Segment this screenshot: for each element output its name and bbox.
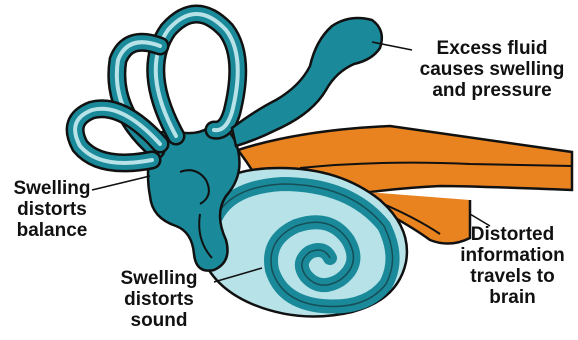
label-line: distorts [2,199,102,220]
label-line: brain [450,287,575,308]
label-line: Swelling [104,268,214,289]
label-excess-fluid: Excess fluid causes swelling and pressur… [412,38,572,101]
label-line: balance [2,220,102,241]
label-line: causes swelling [412,59,572,80]
label-line: Distorted [450,224,575,245]
label-line: Swelling [2,178,102,199]
label-swelling-balance: Swelling distorts balance [2,178,102,241]
label-swelling-sound: Swelling distorts sound [104,268,214,331]
label-line: information [450,245,575,266]
label-line: sound [104,310,214,331]
label-line: Excess fluid [412,38,572,59]
label-distorted-information: Distorted information travels to brain [450,224,575,308]
label-line: and pressure [412,80,572,101]
label-line: distorts [104,289,214,310]
label-line: travels to [450,266,575,287]
